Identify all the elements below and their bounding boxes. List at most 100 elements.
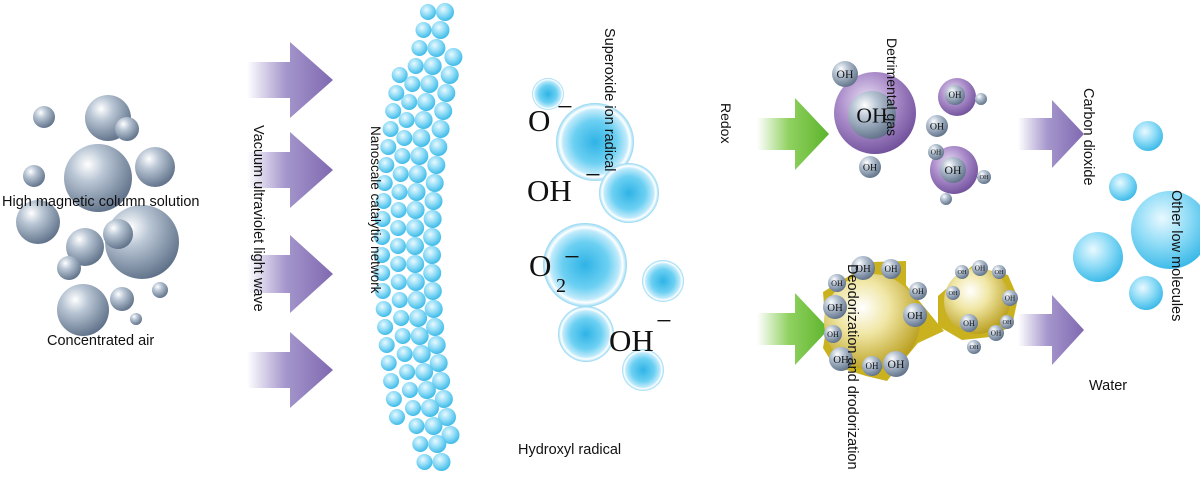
network-bubble xyxy=(391,292,408,308)
network-bubble xyxy=(416,454,433,470)
network-bubble xyxy=(410,327,429,345)
oh-molecule-label: OH xyxy=(931,149,941,157)
catalytic-network xyxy=(374,3,463,471)
network-bubble xyxy=(391,67,408,83)
network-bubble xyxy=(411,40,428,56)
oh-molecule: OH xyxy=(945,85,965,105)
network-bubble xyxy=(428,435,447,453)
oh-molecule-label: OH xyxy=(994,269,1004,276)
oh-molecule-label: OH xyxy=(991,330,1001,338)
oh-molecule-label: OH xyxy=(949,90,962,100)
label-detrimental: Detrimental gas xyxy=(884,38,900,136)
formula-charge: − xyxy=(585,160,601,191)
network-bubble xyxy=(375,301,392,317)
network-bubble xyxy=(408,165,427,183)
network-bubble xyxy=(441,426,460,444)
formula-charge: − xyxy=(656,306,672,337)
network-bubble xyxy=(374,247,390,263)
network-bubble xyxy=(390,220,407,236)
oh-molecule: OH xyxy=(823,295,847,319)
label-solution: High magnetic column solution xyxy=(2,194,199,210)
network-bubble xyxy=(415,363,434,381)
oh-molecule-label: OH xyxy=(969,344,979,351)
network-bubble xyxy=(406,201,425,219)
oh-molecule: OH xyxy=(926,115,948,137)
formula-charge: − xyxy=(564,242,580,273)
oh-molecule-label: OH xyxy=(957,269,967,276)
oh-molecule: OH xyxy=(946,286,960,300)
network-bubble xyxy=(393,310,410,326)
formula-oh: OH − xyxy=(527,160,601,208)
network-bubble xyxy=(437,84,456,102)
oh-molecule-label: OH xyxy=(855,263,871,275)
formula-o-minus: O − xyxy=(528,92,573,138)
oh-molecule: OH xyxy=(832,61,858,87)
oh-molecule-label: OH xyxy=(866,361,879,371)
network-bubble xyxy=(378,337,395,353)
network-bubble xyxy=(423,264,442,282)
network-bubble xyxy=(374,265,391,281)
oh-molecule: OH xyxy=(881,259,901,279)
network-bubble xyxy=(375,193,392,209)
network-bubble xyxy=(399,364,416,380)
network-bubble xyxy=(427,336,446,354)
network-bubble xyxy=(385,391,402,407)
network-bubble xyxy=(429,354,448,372)
network-bubble xyxy=(431,120,450,138)
oh-molecule: OH xyxy=(967,340,981,354)
network-bubble xyxy=(380,355,397,371)
network-bubble xyxy=(405,400,421,416)
network-bubble xyxy=(390,202,407,218)
network-bubble xyxy=(414,111,433,129)
network-bubble xyxy=(427,156,446,174)
network-bubble xyxy=(392,166,409,182)
network-bubble xyxy=(407,183,426,201)
network-bubble xyxy=(434,102,453,120)
oh-molecule-label: OH xyxy=(912,287,924,296)
oh-molecule-label: OH xyxy=(833,354,849,366)
network-bubble xyxy=(421,399,439,417)
oh-molecule: OH xyxy=(928,144,944,160)
oh-molecule: OH xyxy=(977,170,991,184)
oh-molecule: OH xyxy=(862,356,882,376)
network-bubble xyxy=(415,22,432,38)
oh-molecule-label: OH xyxy=(1002,319,1012,326)
network-bubble xyxy=(394,148,411,164)
network-bubble xyxy=(407,58,424,74)
network-bubble xyxy=(398,112,415,128)
radical-bubbles xyxy=(532,78,684,391)
network-bubble xyxy=(383,373,400,389)
network-bubble xyxy=(434,390,453,408)
network-bubble xyxy=(444,48,463,66)
network-bubble xyxy=(407,291,426,309)
formula-charge: − xyxy=(557,92,573,123)
network-bubble xyxy=(427,39,446,57)
oh-molecule: OH xyxy=(851,256,875,280)
network-bubble xyxy=(408,418,425,434)
network-bubble xyxy=(410,147,429,165)
network-bubble xyxy=(406,255,425,273)
formula-base: O xyxy=(528,103,550,138)
network-bubble xyxy=(431,21,450,39)
network-bubble xyxy=(389,409,405,425)
oh-molecule-label: OH xyxy=(945,164,962,177)
network-bubble xyxy=(396,130,413,146)
oh-molecule-label: OH xyxy=(963,319,975,328)
oh-molecule: OH xyxy=(992,265,1006,279)
network-bubble xyxy=(380,139,397,155)
oh-molecule: OH xyxy=(972,260,988,276)
network-bubble xyxy=(432,372,451,390)
network-bubble xyxy=(432,453,451,471)
network-bubble xyxy=(423,210,442,228)
formula-oh-minus: OH − xyxy=(609,306,672,358)
label-air: Concentrated air xyxy=(47,333,154,349)
oh-molecule-label: OH xyxy=(888,358,905,371)
oh-molecule xyxy=(975,93,987,105)
label-superoxide: Superoxide ion radical xyxy=(601,28,617,171)
network-bubble xyxy=(401,382,418,398)
network-bubble xyxy=(429,138,448,156)
oh-molecule-label: OH xyxy=(856,104,887,128)
